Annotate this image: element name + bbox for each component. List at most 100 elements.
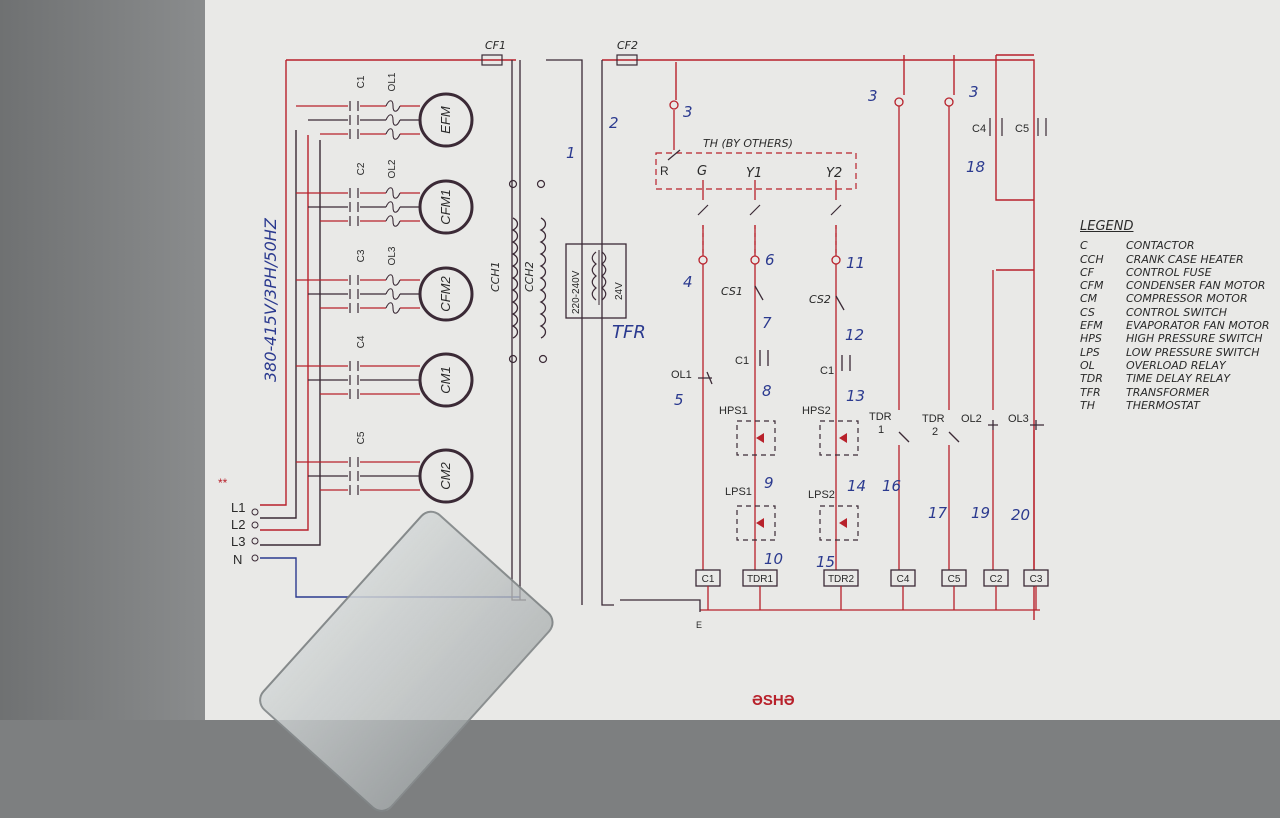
wire-number-16: 16 bbox=[882, 477, 901, 495]
wire-number-3b: 3 bbox=[868, 87, 878, 105]
wire-number-19: 19 bbox=[971, 504, 990, 522]
label-lps1: LPS1 bbox=[725, 486, 752, 498]
legend-desc: EVAPORATOR FAN MOTOR bbox=[1126, 319, 1270, 333]
label-ol1: OL1 bbox=[671, 369, 692, 381]
coil-label: TDR2 bbox=[828, 574, 855, 585]
motor-label: CFM2 bbox=[438, 276, 453, 312]
footer-mark: ƏSHƏ bbox=[752, 692, 795, 709]
legend-abbr: HPS bbox=[1080, 332, 1102, 346]
coil-label: C5 bbox=[948, 574, 961, 585]
overload-label: OL2 bbox=[387, 159, 398, 178]
wire-number-5: 5 bbox=[674, 391, 684, 409]
wire-number-9: 9 bbox=[764, 474, 774, 492]
label-cs2: CS2 bbox=[809, 293, 831, 306]
legend-desc: COMPRESSOR MOTOR bbox=[1126, 292, 1248, 306]
wire-number-17: 17 bbox=[928, 504, 948, 522]
legend-abbr: CM bbox=[1080, 292, 1098, 306]
supply-stars: ** bbox=[218, 476, 228, 490]
coil-boxes: C1 TDR1 TDR2 C4 C5 C2 C3 bbox=[695, 569, 1049, 610]
legend-abbr: C bbox=[1080, 239, 1088, 253]
wire-number-20: 20 bbox=[1011, 506, 1030, 524]
coil-tdr2: TDR2 bbox=[823, 569, 859, 610]
coil-c5: C5 bbox=[941, 569, 967, 610]
legend-abbr: CS bbox=[1080, 305, 1095, 319]
coil-c4: C4 bbox=[890, 569, 916, 610]
label-tdr2-num: 2 bbox=[932, 426, 938, 438]
coil-label: C4 bbox=[897, 574, 910, 585]
wire-numbers: 3 3 3 4 5 6 7 8 9 10 11 12 13 14 15 16 1… bbox=[674, 83, 1030, 571]
background-left bbox=[0, 0, 205, 720]
fuse-cf1: CF1 bbox=[480, 39, 516, 66]
legend-abbr: CCH bbox=[1080, 252, 1104, 266]
label-lps2: LPS2 bbox=[808, 489, 835, 501]
label-c1b: C1 bbox=[820, 365, 834, 377]
overload-label: OL1 bbox=[387, 72, 398, 91]
label-ol2: OL2 bbox=[961, 413, 982, 425]
contactor-label: C1 bbox=[356, 75, 367, 88]
transformer: 220-240V 24V TFR bbox=[565, 243, 646, 343]
thermostat-box: TH (BY OTHERS) R G Y1 Y2 bbox=[655, 137, 857, 216]
wire-number-11: 11 bbox=[846, 254, 865, 272]
legend-desc: CONTACTOR bbox=[1126, 239, 1195, 253]
legend-desc: THERMOSTAT bbox=[1126, 398, 1200, 412]
crank-case-heater-2: CCH2 bbox=[523, 179, 548, 364]
coil-label: TDR1 bbox=[747, 574, 774, 585]
cch2-label: CCH2 bbox=[523, 261, 536, 292]
transformer-label: TFR bbox=[612, 322, 646, 343]
legend-abbr: CFM bbox=[1080, 279, 1104, 293]
label-ol3: OL3 bbox=[1008, 413, 1029, 425]
fuse-cf2-label: CF2 bbox=[617, 39, 638, 52]
coil-label: C2 bbox=[990, 574, 1003, 585]
legend-title: LEGEND bbox=[1080, 219, 1134, 234]
legend-item: HPS HIGH PRESSURE SWITCH bbox=[1080, 332, 1280, 345]
coil-label: C3 bbox=[1030, 574, 1043, 585]
contact-c5-label: C5 bbox=[1015, 123, 1029, 135]
legend-item: EFM EVAPORATOR FAN MOTOR bbox=[1080, 319, 1280, 332]
legend-abbr: TDR bbox=[1080, 372, 1103, 386]
wire-number-1: 1 bbox=[566, 144, 576, 162]
supply-terminals: L1 L2 L3 N bbox=[231, 500, 259, 567]
wire-number-18: 18 bbox=[966, 158, 985, 176]
coil-c2: C2 bbox=[983, 569, 1009, 610]
legend-desc: TIME DELAY RELAY bbox=[1126, 372, 1231, 386]
terminal-l3: L3 bbox=[231, 534, 245, 549]
supply-rating: 380-415V/3PH/50HZ bbox=[261, 217, 280, 382]
legend-abbr: TFR bbox=[1080, 385, 1101, 399]
transformer-primary: 220-240V bbox=[571, 270, 582, 314]
contactor-label: C2 bbox=[356, 162, 367, 175]
wire-number-3c: 3 bbox=[969, 83, 979, 101]
legend-abbr: EFM bbox=[1080, 319, 1103, 333]
control-branches bbox=[673, 105, 1035, 578]
fuse-cf2: CF2 bbox=[602, 39, 680, 66]
contactor-label: C3 bbox=[356, 249, 367, 262]
coil-label: C1 bbox=[702, 574, 715, 585]
thermostat-terminal-r: R bbox=[660, 164, 669, 178]
legend-desc: HIGH PRESSURE SWITCH bbox=[1126, 332, 1263, 346]
thermostat-terminal-g: G bbox=[697, 164, 707, 179]
fuse-cf1-label: CF1 bbox=[485, 39, 506, 52]
motor-label: EFM bbox=[438, 106, 453, 134]
legend-desc: CONTROL FUSE bbox=[1126, 265, 1212, 279]
pressure-switches bbox=[736, 420, 859, 541]
wire-number-8: 8 bbox=[762, 382, 772, 400]
wire-number-7: 7 bbox=[762, 314, 772, 332]
cch1-label: CCH1 bbox=[489, 261, 502, 292]
legend-desc: TRANSFORMER bbox=[1126, 385, 1210, 399]
label-tdr1: TDR bbox=[869, 411, 892, 423]
coil-c3: C3 bbox=[1023, 569, 1049, 610]
control-labels: OL1 CS1 CS2 C1 C1 HPS1 HPS2 LPS1 LPS2 TD… bbox=[671, 285, 1029, 630]
wire-number-2: 2 bbox=[609, 114, 619, 132]
label-hps2: HPS2 bbox=[802, 405, 831, 417]
crank-case-heater-1: CCH1 bbox=[489, 179, 519, 364]
wire-number-14: 14 bbox=[847, 477, 866, 495]
holding-contacts: C4 C5 bbox=[972, 118, 1047, 136]
